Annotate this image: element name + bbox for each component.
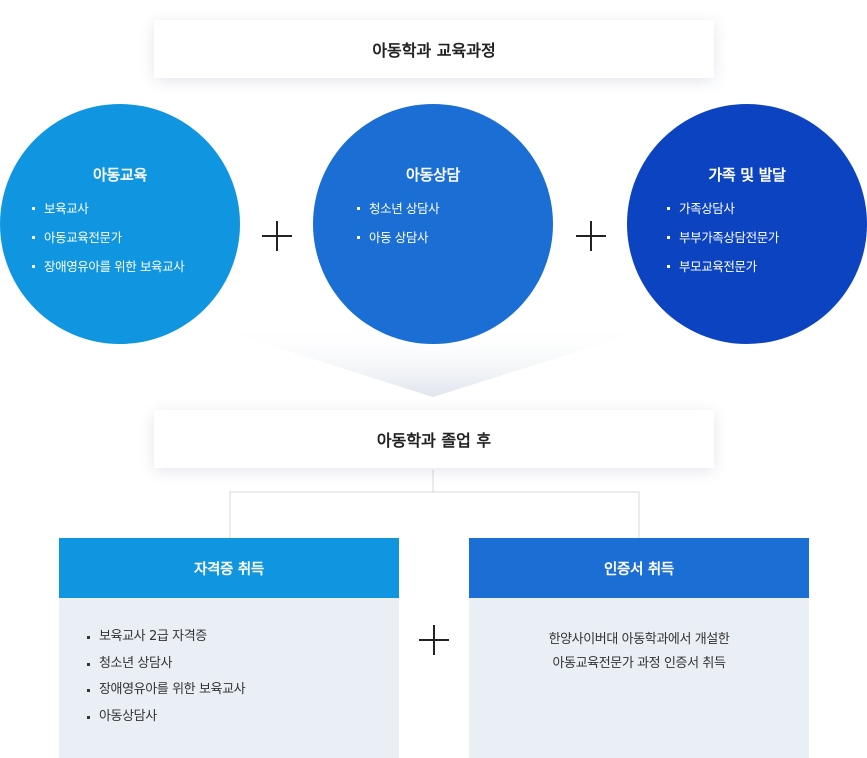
list-item: 부부가족상담전문가	[665, 230, 779, 259]
circle-child-counseling: 아동상담 청소년 상담사 아동 상담사	[313, 104, 553, 344]
after-graduation-title: 아동학과 졸업 후	[154, 410, 714, 468]
curriculum-title: 아동학과 교육과정	[154, 20, 714, 78]
curriculum-title-text: 아동학과 교육과정	[372, 41, 496, 60]
list-item: 보육교사 2급 자격증	[85, 629, 399, 656]
circle-list: 청소년 상담사 아동 상담사	[355, 201, 440, 259]
list-item: 가족상담사	[665, 201, 779, 230]
list-item: 아동상담사	[85, 709, 399, 736]
acknowledgement-card-header: 인증서 취득	[469, 538, 809, 598]
certification-card-title: 자격증 취득	[194, 561, 264, 578]
circle-title: 가족 및 발달	[708, 166, 786, 184]
acknowledgement-card-title: 인증서 취득	[604, 561, 674, 578]
certification-list: 보육교사 2급 자격증 청소년 상담사 장애영유아를 위한 보육교사 아동상담사	[85, 629, 399, 735]
circle-title: 아동상담	[405, 166, 460, 184]
list-item: 청소년 상담사	[355, 201, 440, 230]
acknowledgement-card-body: 한양사이버대 아동학과에서 개설한 아동교육전문가 과정 인증서 취득	[469, 598, 809, 758]
circle-title: 아동교육	[92, 166, 147, 184]
list-item: 장애영유아를 위한 보육교사	[85, 682, 399, 709]
circle-list: 가족상담사 부부가족상담전문가 부모교육전문가	[665, 201, 779, 288]
plus-icon	[419, 625, 449, 655]
circle-family-development: 가족 및 발달 가족상담사 부부가족상담전문가 부모교육전문가	[627, 104, 867, 344]
circle-child-education: 아동교육 보육교사 아동교육전문가 장애영유아를 위한 보육교사	[0, 104, 240, 344]
acknowledgement-line: 아동교육전문가 과정 인증서 취득	[552, 656, 726, 671]
list-item: 장애영유아를 위한 보육교사	[30, 259, 185, 288]
list-item: 청소년 상담사	[85, 656, 399, 683]
certification-card-body: 보육교사 2급 자격증 청소년 상담사 장애영유아를 위한 보육교사 아동상담사	[59, 598, 399, 758]
plus-icon	[576, 221, 606, 251]
after-graduation-title-text: 아동학과 졸업 후	[376, 431, 492, 450]
list-item: 부모교육전문가	[665, 259, 779, 288]
plus-icon	[262, 221, 292, 251]
circle-list: 보육교사 아동교육전문가 장애영유아를 위한 보육교사	[30, 201, 185, 288]
acknowledgement-line: 한양사이버대 아동학과에서 개설한	[548, 632, 730, 647]
list-item: 보육교사	[30, 201, 184, 230]
list-item: 아동교육전문가	[30, 230, 184, 259]
certification-card-header: 자격증 취득	[59, 538, 399, 598]
list-item: 아동 상담사	[355, 230, 439, 259]
